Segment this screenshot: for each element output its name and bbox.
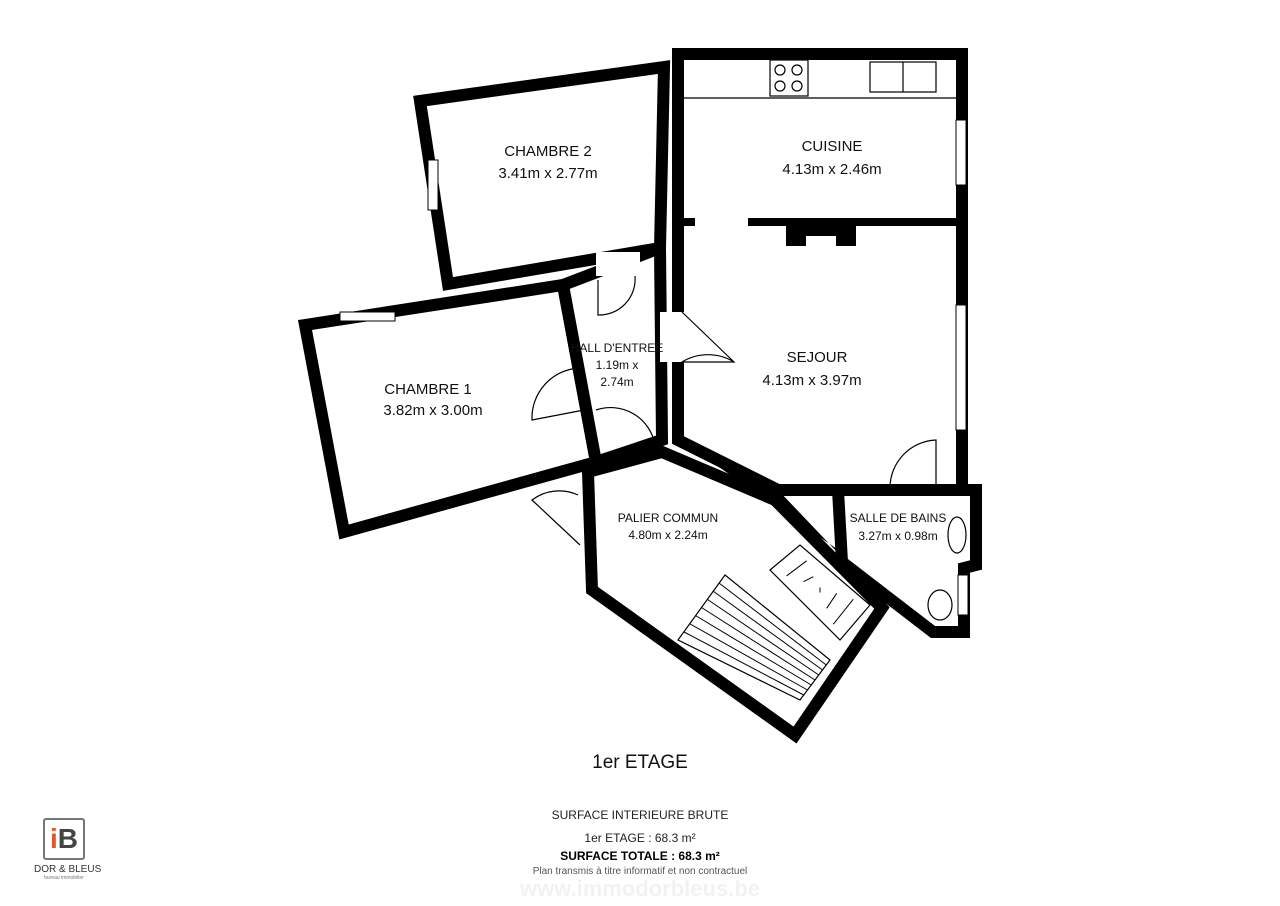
staircase (677, 544, 871, 701)
bathtub-icon (947, 516, 967, 554)
room-dims: 4.13m x 3.97m (762, 372, 861, 389)
stair-tread (707, 598, 820, 676)
toilet-icon (927, 589, 953, 621)
window (955, 304, 967, 431)
logo-tagline: bureau immobilier (44, 875, 84, 881)
window (339, 311, 396, 322)
room-dims: 4.13m x 2.46m (782, 161, 881, 178)
summary-heading: SURFACE INTERIEURE BRUTE (551, 808, 729, 822)
door-opening (596, 252, 640, 276)
floor-title: 1er ETAGE (592, 752, 688, 773)
stair-tread (786, 560, 807, 577)
wall-thick (680, 440, 860, 565)
burner (774, 80, 786, 92)
stair-tread (683, 631, 804, 696)
door-opening (660, 312, 684, 362)
room-name: CHAMBRE 2 (504, 143, 592, 160)
fireplace-opening (806, 236, 836, 246)
room-name: HALL D'ENTREE (571, 341, 664, 355)
room-name: SEJOUR (787, 349, 848, 366)
room-name: CUISINE (802, 138, 863, 155)
door-swing-icon[interactable] (679, 311, 736, 363)
room-palier (581, 445, 890, 744)
burner (774, 64, 786, 76)
stair-tread (832, 598, 854, 625)
stair-tread (701, 607, 816, 681)
burner (791, 64, 803, 76)
window (957, 574, 969, 616)
room-dims: 3.82m x 3.00m (383, 402, 482, 419)
room-dims: 2.74m (600, 375, 633, 389)
stove-icon (769, 59, 809, 97)
room-name: SALLE DE BAINS (850, 511, 947, 525)
door-swing-icon[interactable] (531, 490, 581, 546)
room-dims: 3.41m x 2.77m (498, 165, 597, 182)
window (427, 159, 439, 211)
door-swing-icon[interactable] (889, 439, 937, 488)
stair-tread (689, 623, 808, 691)
burner (791, 80, 803, 92)
stair-tread (803, 576, 814, 583)
window (955, 119, 967, 186)
logo-text: DOR & BLEUS (34, 864, 102, 875)
room-dims: 1.19m x (596, 358, 639, 372)
stair-steps (683, 560, 854, 696)
disclaimer: Plan transmis à titre informatif et non … (532, 866, 748, 877)
stair-tread (718, 582, 827, 666)
room-dims: 4.80m x 2.24m (628, 528, 707, 542)
summary-floor: 1er ETAGE : 68.3 m² (584, 831, 696, 845)
room-cuisine-sejour (672, 48, 968, 496)
stair-tread (712, 590, 823, 671)
room-dims: 3.27m x 0.98m (858, 529, 937, 543)
stair-tread (826, 593, 838, 609)
door-swing-icon[interactable] (531, 367, 585, 421)
door-swing-icon[interactable] (595, 406, 656, 446)
logo-mark: iB (43, 818, 85, 860)
stair-tread (695, 615, 812, 686)
room-name: PALIER COMMUN (618, 511, 718, 525)
door-swing-icon[interactable] (597, 275, 636, 316)
logo: iB DOR & BLEUS bureau immobilier (34, 818, 102, 881)
watermark: www.immodorbleus.be (520, 876, 760, 901)
summary-total: SURFACE TOTALE : 68.3 m² (560, 849, 720, 863)
room-name: CHAMBRE 1 (384, 381, 472, 398)
logo-i: i (49, 823, 58, 854)
